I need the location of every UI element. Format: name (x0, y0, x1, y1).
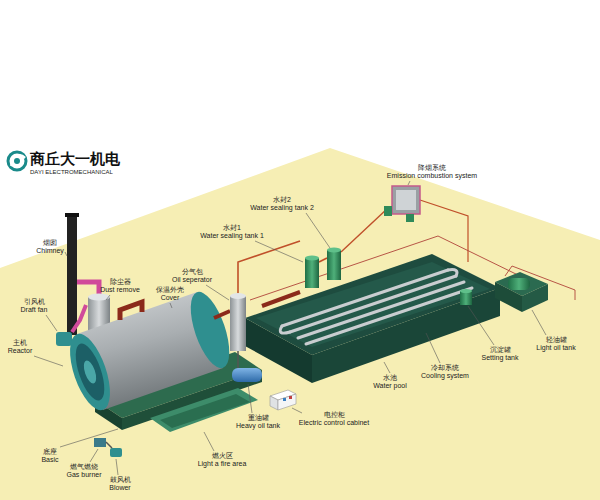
water-sealing-tanks (305, 248, 341, 289)
part-label: 燃火区 (212, 452, 233, 460)
part-label: Electric control cabinet (299, 419, 369, 427)
part-label: 底座 (43, 448, 57, 456)
part-label: 保温外壳 (156, 286, 184, 294)
part-label: 电控柜 (324, 411, 345, 419)
part-label: 主机 (13, 339, 27, 347)
part-label: Emission combustion system (387, 172, 477, 180)
part-label: Light oil tank (536, 344, 575, 352)
part-label: Reactor (8, 347, 33, 355)
part-label: 水封1 (223, 224, 241, 232)
logo-icon (8, 152, 26, 170)
part-label: Basic (41, 456, 58, 464)
floor (0, 148, 600, 500)
oil-separator (230, 293, 262, 382)
part-label: Dust remove (100, 286, 140, 294)
part-label: Cooling system (421, 372, 469, 380)
light-oil-tank (495, 272, 548, 312)
logo-text: 商丘大一机电 (30, 151, 120, 168)
part-label: 除尘器 (110, 278, 131, 286)
part-label: 沉淀罐 (490, 346, 511, 354)
part-label: 轻油罐 (546, 336, 567, 344)
logo-text: DAYI ELECTROMECHANICAL (30, 169, 113, 176)
leader-lines (34, 181, 546, 475)
part-label: Heavy oil tank (236, 422, 280, 430)
part-label: 分气包 (182, 268, 203, 276)
part-label: 鼓风机 (110, 476, 131, 484)
part-label: Oil seperator (172, 276, 212, 284)
part-label: 水封2 (273, 196, 291, 204)
part-label: 燃气燃烧 (70, 463, 98, 471)
part-label: Setting tank (482, 354, 519, 362)
part-label: 水池 (383, 374, 397, 382)
part-label: Cover (161, 294, 180, 302)
setting-tank (460, 289, 472, 305)
part-label: 烟囱 (43, 239, 57, 247)
part-label: Blower (109, 484, 130, 492)
part-label: Light a fire area (198, 460, 247, 468)
part-label: 冷却系统 (431, 364, 459, 372)
part-label: Chimney (36, 247, 64, 255)
part-label: 引风机 (24, 298, 45, 306)
control-cabinet (270, 390, 296, 410)
part-label: Water sealing tank 1 (200, 232, 264, 240)
part-label: 重油罐 (248, 414, 269, 422)
part-label: 降烟系统 (418, 164, 446, 172)
part-label: Water pool (373, 382, 407, 390)
water-pool (245, 254, 500, 383)
reactor (62, 287, 237, 415)
emission-system (384, 186, 420, 222)
part-label: Gas burner (66, 471, 101, 479)
part-label: Water sealing tank 2 (250, 204, 314, 212)
burner-blower (94, 438, 122, 457)
part-label: Draft fan (21, 306, 48, 314)
